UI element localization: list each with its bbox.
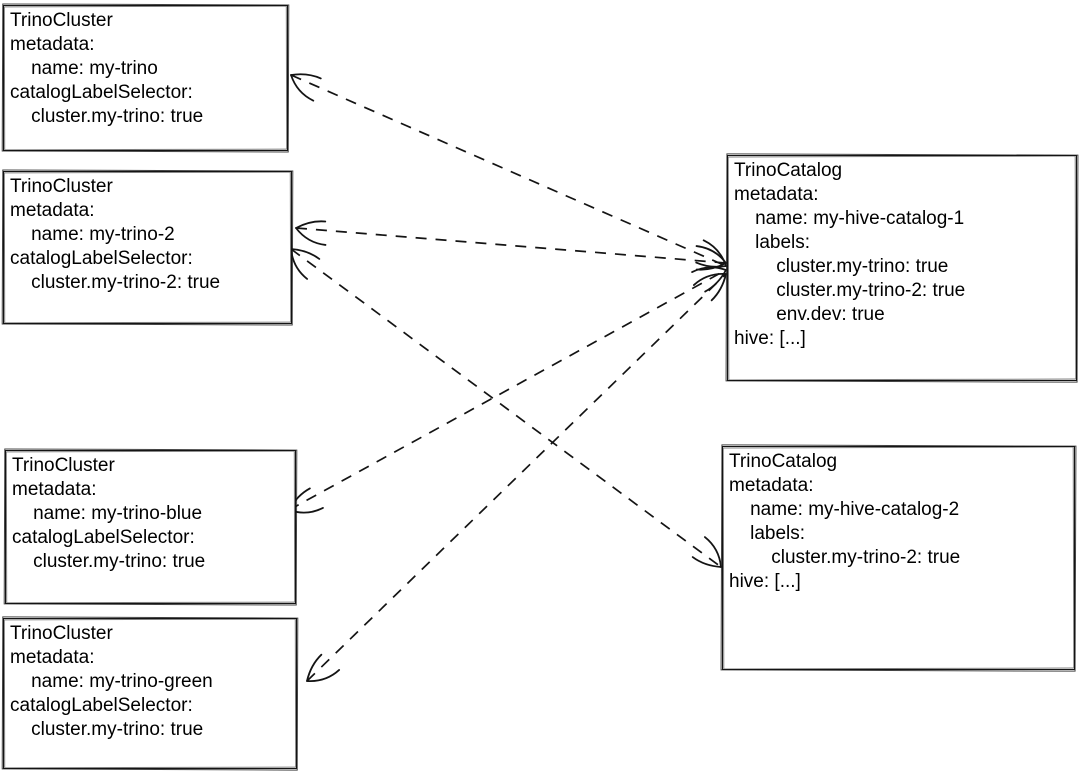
arrowhead xyxy=(290,248,321,260)
arrowhead xyxy=(290,248,309,280)
arrowhead xyxy=(695,245,727,264)
arrowhead xyxy=(702,239,727,267)
edge-cluster_my_trino_blue-to-catalog_my_hive_catalog_1 xyxy=(288,269,727,511)
arrowhead xyxy=(290,74,315,102)
arrowhead xyxy=(710,273,727,302)
arrowhead xyxy=(692,273,727,286)
arrowhead xyxy=(703,536,722,568)
arrowhead xyxy=(295,227,327,246)
node-trino-cluster-my-trino-2-text: TrinoCluster metadata: name: my-trino-2 … xyxy=(10,176,221,293)
arrowhead xyxy=(306,653,323,682)
node-trino-cluster-my-trino-2: TrinoCluster metadata: name: my-trino-2 … xyxy=(3,171,292,324)
arrowhead xyxy=(290,73,322,80)
edge-cluster_my_trino-to-catalog_my_hive_catalog_1 xyxy=(290,74,727,267)
node-trino-catalog-my-hive-catalog-1: TrinoCatalog metadata: name: my-hive-cat… xyxy=(727,155,1077,381)
edge-cluster_my_trino_2-to-catalog_my_hive_catalog_2 xyxy=(290,248,722,568)
node-trino-cluster-my-trino-green-text: TrinoCluster metadata: name: my-trino-gr… xyxy=(10,623,213,740)
arrowhead xyxy=(295,220,327,229)
node-trino-cluster-my-trino-green: TrinoCluster metadata: name: my-trino-gr… xyxy=(3,618,297,769)
edge-cluster_my_trino_green-to-catalog_my_hive_catalog_1 xyxy=(306,273,727,682)
edge-cluster_my_trino_2-to-catalog_my_hive_catalog_1 xyxy=(295,227,727,264)
arrowhead xyxy=(695,262,727,271)
node-trino-cluster-my-trino-text: TrinoCluster metadata: name: my-trino ca… xyxy=(10,10,204,127)
node-trino-cluster-my-trino: TrinoCluster metadata: name: my-trino ca… xyxy=(3,5,288,151)
node-trino-cluster-my-trino-blue-text: TrinoCluster metadata: name: my-trino-bl… xyxy=(12,455,206,572)
arrowhead xyxy=(704,269,727,293)
arrowhead xyxy=(691,266,727,274)
node-trino-catalog-my-hive-catalog-2-text: TrinoCatalog metadata: name: my-hive-cat… xyxy=(729,451,961,592)
node-trino-cluster-my-trino-blue: TrinoCluster metadata: name: my-trino-bl… xyxy=(5,450,296,604)
node-trino-catalog-my-hive-catalog-1-text: TrinoCatalog metadata: name: my-hive-cat… xyxy=(734,160,966,349)
node-trino-catalog-my-hive-catalog-2: TrinoCatalog metadata: name: my-hive-cat… xyxy=(722,446,1075,670)
arrowhead xyxy=(691,556,722,568)
arrowhead xyxy=(695,261,727,268)
arrowhead xyxy=(306,669,341,682)
